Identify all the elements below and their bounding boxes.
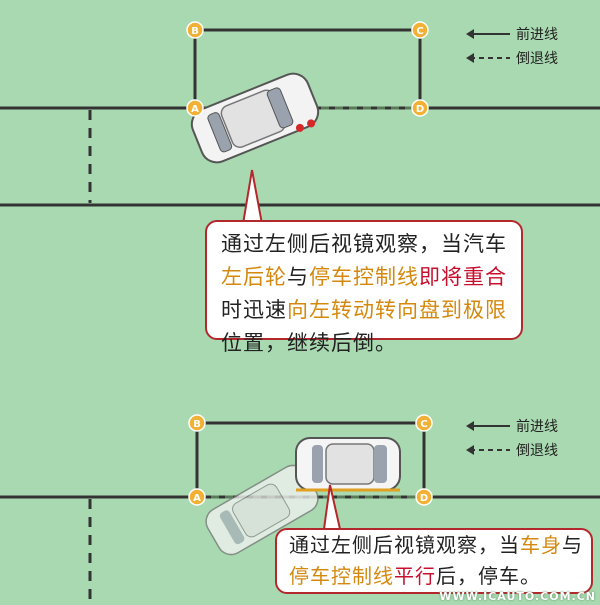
- diagram-step-2: A B C D 前进线 倒退线: [0, 395, 600, 605]
- car-previous-position: [205, 464, 319, 556]
- point-marker-c: C: [415, 414, 433, 432]
- car-step-1: [190, 72, 320, 164]
- step1-text-4: 位置，继续后倒。: [221, 331, 397, 355]
- callout-pointer-step-2: [322, 484, 342, 530]
- callout-step-1: 通过左侧后视镜观察，当汽车左后轮与停车控制线即将重合时迅速向左转动转向盘到极限位…: [205, 220, 523, 355]
- svg-text:B: B: [193, 419, 201, 430]
- step2-text-3: 后，停车。: [436, 564, 541, 588]
- legend-reverse-label: 倒退线: [516, 51, 558, 67]
- step2-highlight-stop-line: 停车控制线: [289, 564, 394, 588]
- legend-forward-label: 前进线: [516, 27, 558, 43]
- parking-box: [195, 421, 426, 497]
- step1-highlight-rear-wheel: 左后轮: [221, 265, 287, 289]
- legend-forward-line: 前进线: [466, 24, 558, 44]
- legend-reverse-label: 倒退线: [516, 443, 558, 459]
- svg-text:C: C: [416, 26, 423, 37]
- arrow-solid-icon: [466, 421, 510, 431]
- car-step-2: [295, 437, 401, 492]
- step1-highlight-turn-left-full: 向左转动转向盘到极限: [287, 298, 507, 322]
- point-marker-c: C: [411, 21, 429, 39]
- legend-forward-label: 前进线: [516, 419, 558, 435]
- point-marker-b: B: [188, 414, 206, 432]
- step1-text-1: 通过左侧后视镜观察，当汽车: [221, 232, 507, 256]
- svg-text:D: D: [416, 104, 424, 115]
- diagram-step-1: A B C D 前进线 倒退线: [0, 21, 600, 225]
- legend-forward-line: 前进线: [466, 416, 558, 436]
- point-marker-a: A: [186, 99, 204, 117]
- step2-highlight-body: 车身: [520, 533, 562, 557]
- svg-text:C: C: [420, 419, 427, 430]
- step2-highlight-parallel: 平行: [394, 564, 436, 588]
- arrow-dashed-icon: [466, 445, 510, 455]
- point-marker-b: B: [186, 21, 204, 39]
- legend-reverse-line: 倒退线: [466, 440, 558, 460]
- svg-text:D: D: [420, 493, 428, 504]
- step2-text-1: 通过左侧后视镜观察，当: [289, 533, 520, 557]
- point-marker-d: D: [411, 99, 429, 117]
- diagram-step-2-canvas: A B C D: [0, 414, 600, 605]
- step1-highlight-stop-line: 停车控制线: [309, 265, 419, 289]
- legend-reverse-line: 倒退线: [466, 48, 558, 68]
- svg-text:A: A: [193, 493, 201, 504]
- svg-text:B: B: [191, 26, 199, 37]
- arrow-solid-icon: [466, 29, 510, 39]
- point-marker-a: A: [188, 488, 206, 506]
- callout-step-2: 通过左侧后视镜观察，当车身与停车控制线平行后，停车。: [275, 528, 593, 594]
- step2-text-2: 与: [562, 533, 583, 557]
- watermark: WWW.ICAUTO.COM.CN: [439, 590, 596, 603]
- parking-box: [193, 28, 422, 108]
- step1-text-3: 时迅速: [221, 298, 287, 322]
- step1-text-2: 与: [287, 265, 309, 289]
- svg-text:A: A: [191, 104, 199, 115]
- arrow-dashed-icon: [466, 53, 510, 63]
- callout-pointer-step-1: [241, 169, 264, 225]
- step1-highlight-about-to-overlap: 即将重合: [419, 265, 507, 289]
- point-marker-d: D: [415, 488, 433, 506]
- diagram-step-1-canvas: A B C D: [0, 21, 600, 225]
